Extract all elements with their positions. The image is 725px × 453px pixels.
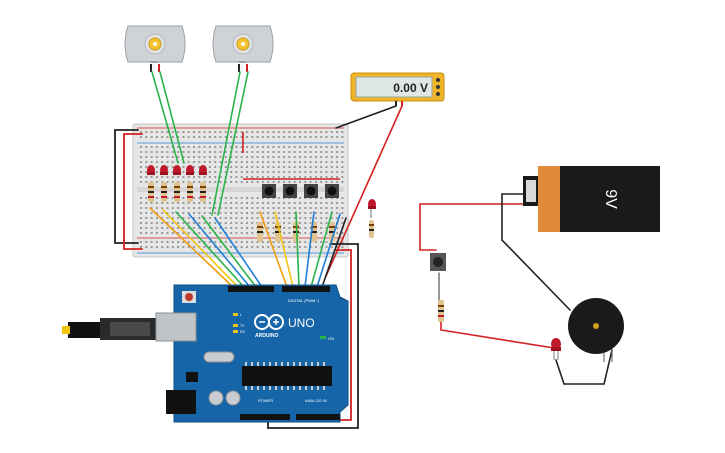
power-header xyxy=(240,414,290,420)
resistor[interactable] xyxy=(187,182,193,202)
resistor[interactable] xyxy=(148,182,154,202)
breadboard-leds xyxy=(147,165,207,175)
pushbutton[interactable] xyxy=(325,184,339,198)
led-2[interactable] xyxy=(160,165,168,175)
on-led xyxy=(320,336,326,339)
digital-header-2 xyxy=(282,286,330,292)
multimeter-reading: 0.00 V xyxy=(393,81,428,95)
power-jack xyxy=(166,390,196,414)
usb-port xyxy=(155,312,197,342)
led-5[interactable] xyxy=(199,165,207,175)
digital-header-1 xyxy=(228,286,274,292)
led-4[interactable] xyxy=(186,165,194,175)
multimeter[interactable]: 0.00 V xyxy=(350,72,445,106)
standalone-led[interactable] xyxy=(368,199,376,238)
motor-label: Motor xyxy=(239,60,247,64)
arduino-brand: ARDUINO xyxy=(255,333,278,339)
resistor[interactable] xyxy=(200,182,206,202)
pushbutton[interactable] xyxy=(262,184,276,198)
analog-header-label: ANALOG IN xyxy=(305,398,327,403)
resistor[interactable] xyxy=(161,182,167,202)
breadboard-holes xyxy=(140,131,344,248)
capacitor xyxy=(208,390,224,406)
rx-led-label: RX xyxy=(240,330,246,334)
arduino-model: UNO xyxy=(288,316,315,330)
digital-header-label: DIGITAL (PWM~) xyxy=(288,298,320,303)
motor-2[interactable]: Motor xyxy=(212,25,274,72)
tx-led-label: TX xyxy=(240,324,245,328)
motor-1[interactable]: Motor xyxy=(124,25,186,72)
arduino-logo-icon xyxy=(254,314,284,330)
breadboard-resistors xyxy=(148,182,335,242)
breadboard-pushbuttons xyxy=(262,184,339,198)
analog-header xyxy=(296,414,340,420)
motor-label: Motor xyxy=(151,60,159,64)
on-led-label: ON xyxy=(328,336,334,341)
led-3[interactable] xyxy=(173,165,181,175)
resistor[interactable] xyxy=(257,222,263,242)
buzzer-hole-icon xyxy=(593,323,599,329)
pushbutton-standalone[interactable] xyxy=(430,253,446,271)
led-standalone-2[interactable] xyxy=(551,338,561,360)
battery-9v[interactable]: 9V xyxy=(523,166,660,232)
battery-label: 9V xyxy=(602,189,619,209)
pushbutton[interactable] xyxy=(304,184,318,198)
led-1[interactable] xyxy=(147,165,155,175)
power-header-label: POWER xyxy=(258,398,273,403)
resistor-standalone[interactable] xyxy=(438,300,444,322)
resistor[interactable] xyxy=(174,182,180,202)
pushbutton[interactable] xyxy=(283,184,297,198)
buzzer[interactable] xyxy=(568,298,624,362)
l-led-label: L xyxy=(240,313,242,317)
atmega-chip xyxy=(242,366,332,386)
crystal xyxy=(203,351,235,363)
arduino-uno[interactable]: ARDUINO UNO DIGITAL (PWM~) POWER ANALOG … xyxy=(62,284,349,423)
capacitor xyxy=(225,390,241,406)
